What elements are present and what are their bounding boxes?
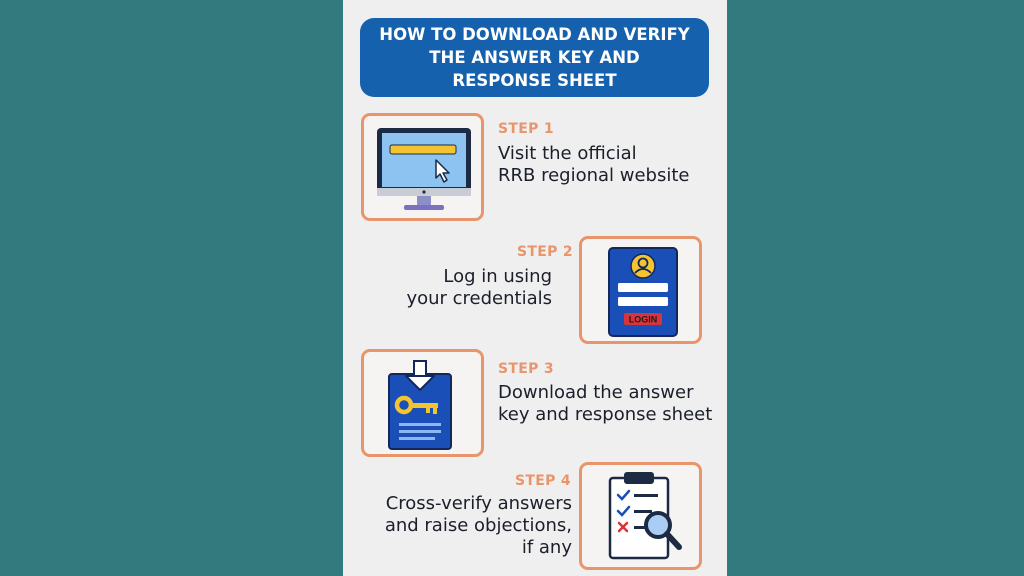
step-3-line-2: key and response sheet: [498, 404, 713, 425]
checklist-magnifier-icon: [608, 472, 682, 560]
step-4-label: STEP 4: [515, 473, 571, 489]
step-1-line-2: RRB regional website: [498, 165, 690, 186]
step-4-text: Cross-verify answers and raise objection…: [385, 493, 572, 559]
step-3-line-1: Download the answer: [498, 382, 694, 403]
step-3-icon-box: [361, 349, 484, 457]
step-2-label: STEP 2: [517, 244, 573, 260]
step-1-text: Visit the official RRB regional website: [498, 143, 690, 187]
step-3-text: Download the answer key and response she…: [498, 382, 712, 426]
download-key-document-icon: [388, 360, 452, 450]
title-line-3: RESPONSE SHEET: [452, 71, 617, 90]
step-4-line-2: and raise objections,: [384, 515, 572, 536]
login-icon-text: LOGIN: [629, 315, 658, 325]
step-1-label: STEP 1: [498, 121, 554, 137]
title-line-2: THE ANSWER KEY AND: [429, 48, 640, 67]
step-2-text: Log in using your credentials: [406, 266, 552, 310]
step-2-line-2: your credentials: [406, 288, 552, 309]
step-4-line-3: if any: [521, 537, 572, 558]
step-4-icon-box: [579, 462, 702, 570]
title-banner: HOW TO DOWNLOAD AND VERIFY THE ANSWER KE…: [360, 18, 709, 97]
step-4-line-1: Cross-verify answers: [385, 493, 572, 514]
computer-monitor-cursor-icon: [377, 128, 471, 210]
login-form-icon: LOGIN: [608, 247, 678, 337]
step-1-icon-box: [361, 113, 484, 221]
step-1-line-1: Visit the official: [498, 143, 637, 164]
title-line-1: HOW TO DOWNLOAD AND VERIFY: [379, 25, 690, 44]
step-2-icon-box: LOGIN: [579, 236, 702, 344]
step-2-line-1: Log in using: [443, 266, 552, 287]
step-3-label: STEP 3: [498, 361, 554, 377]
